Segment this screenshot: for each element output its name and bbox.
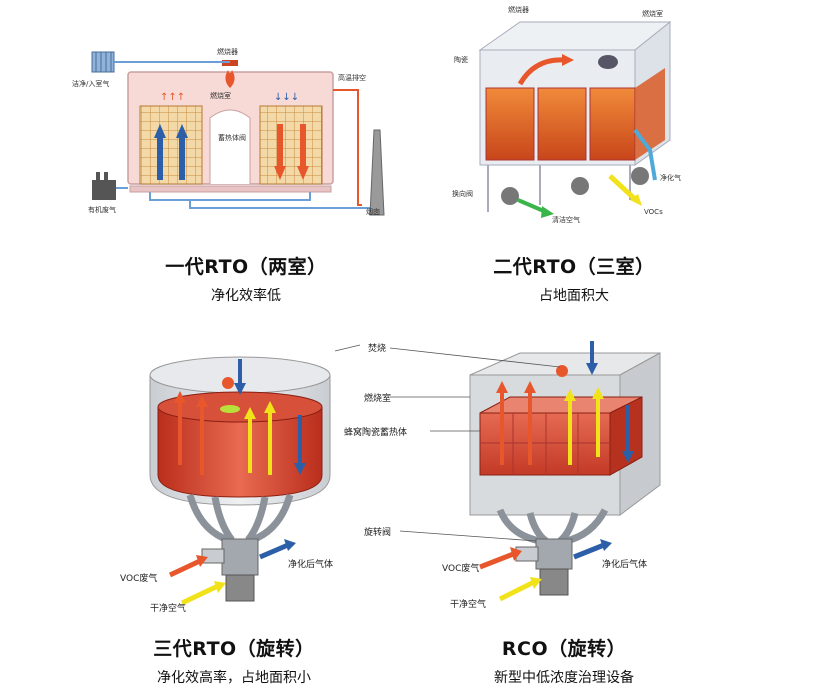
label-combustion-4: 燃烧室: [364, 392, 391, 404]
subtitle-rco: 新型中低浓度治理设备: [494, 670, 634, 686]
label-rotary-valve: 旋转阀: [364, 526, 391, 538]
flame-icon: [225, 70, 235, 88]
label-flame: 焚烧: [368, 342, 386, 354]
label-switch-valve: 蓄热体阀: [218, 133, 246, 142]
panel-rco: 焚烧 燃烧室 蜂窝陶瓷蓄热体 旋转阀 VOC废气 净化后气体 干净空气: [330, 335, 700, 620]
chimney-icon: [369, 129, 385, 216]
label-dry-air-4: 干净空气: [450, 598, 486, 610]
valve-1: [501, 187, 519, 205]
label-clean-air: 洁净/入室气: [72, 79, 109, 88]
rto-gen3-diagram: VOC废气 净化后气体 干净空气: [120, 356, 333, 614]
label-burner-2: 燃烧器: [508, 5, 529, 14]
panel-rto-gen1: ↑↑↑ ↓↓↓ 燃烧器 燃烧室 高温排空 蓄热体阀 洁净/入室气 有机废气 烟囱: [60, 40, 405, 225]
honeycomb-block: [479, 412, 611, 476]
label-ceramic: 陶瓷: [454, 55, 468, 64]
label-switch-valve-2: 换向阀: [452, 189, 473, 198]
label-burner: 燃烧器: [217, 47, 238, 56]
subtitle-rto-gen3: 净化效高率，占地面积小: [157, 670, 311, 686]
caption-rto-gen1: 一代RTO（两室） 净化效率低: [42, 252, 450, 305]
label-clean-air-2: 清洁空气: [552, 215, 580, 224]
title-rto-gen2: 二代RTO（三室）: [493, 256, 655, 278]
label-chimney: 烟囱: [366, 207, 380, 216]
svg-text:↓↓↓: ↓↓↓: [274, 92, 299, 103]
rto-gen2-diagram: 燃烧器 燃烧室 陶瓷 换向阀 清洁空气 VOCs 净化气: [452, 5, 681, 224]
label-dry-air-3: 干净空气: [150, 602, 186, 614]
subtitle-rto-gen2: 占地面积大: [539, 288, 609, 304]
label-exhaust: 有机废气: [88, 205, 116, 214]
rto-gen1-diagram: ↑↑↑ ↓↓↓ 燃烧器 燃烧室 高温排空 蓄热体阀 洁净/入室气 有机废气 烟囱: [72, 47, 385, 216]
subtitle-rto-gen1: 净化效率低: [211, 288, 281, 304]
panel-rto-gen2: 燃烧器 燃烧室 陶瓷 换向阀 清洁空气 VOCs 净化气: [440, 0, 700, 230]
label-combustion-2: 燃烧室: [642, 9, 663, 18]
label-clean-gas-3: 净化后气体: [288, 558, 333, 570]
chamber-1: [485, 87, 535, 161]
factory-icon: [92, 180, 116, 200]
chamber-2: [537, 87, 587, 161]
flame-icon-4: [556, 365, 568, 377]
honeycomb-cylinder: [157, 407, 323, 498]
label-voc: VOCs: [644, 208, 663, 216]
label-clean-gas-4: 净化后气体: [602, 558, 647, 570]
label-purge: 净化气: [660, 173, 681, 182]
regenerator-left: [139, 105, 203, 185]
label-combustion: 燃烧室: [210, 91, 231, 100]
regenerator-right: [259, 105, 323, 185]
rotary-valve: [221, 538, 259, 576]
valve-3: [631, 167, 649, 185]
valve-2: [571, 177, 589, 195]
label-voc-gas-3: VOC废气: [120, 572, 157, 584]
label-voc-gas-4: VOC废气: [442, 562, 479, 574]
title-rto-gen3: 三代RTO（旋转）: [153, 638, 315, 660]
rco-diagram: 焚烧 燃烧室 蜂窝陶瓷蓄热体 旋转阀 VOC废气 净化后气体 干净空气: [334, 341, 661, 610]
label-high-temp: 高温排空: [338, 73, 366, 82]
chamber-3: [589, 87, 636, 161]
panel-rto-gen3: VOC废气 净化后气体 干净空气: [110, 345, 370, 615]
flame-icon-3: [222, 377, 234, 389]
burner-icon: [598, 55, 618, 69]
title-rco: RCO（旋转）: [501, 638, 627, 660]
caption-rco: RCO（旋转） 新型中低浓度治理设备: [360, 634, 768, 687]
caption-rto-gen2: 二代RTO（三室） 占地面积大: [370, 252, 778, 305]
title-rto-gen1: 一代RTO（两室）: [165, 256, 327, 278]
rotary-valve-4: [535, 538, 573, 570]
label-honeycomb: 蜂窝陶瓷蓄热体: [344, 426, 407, 438]
caption-rto-gen3: 三代RTO（旋转） 净化效高率，占地面积小: [30, 634, 438, 687]
svg-text:↑↑↑: ↑↑↑: [160, 92, 185, 103]
